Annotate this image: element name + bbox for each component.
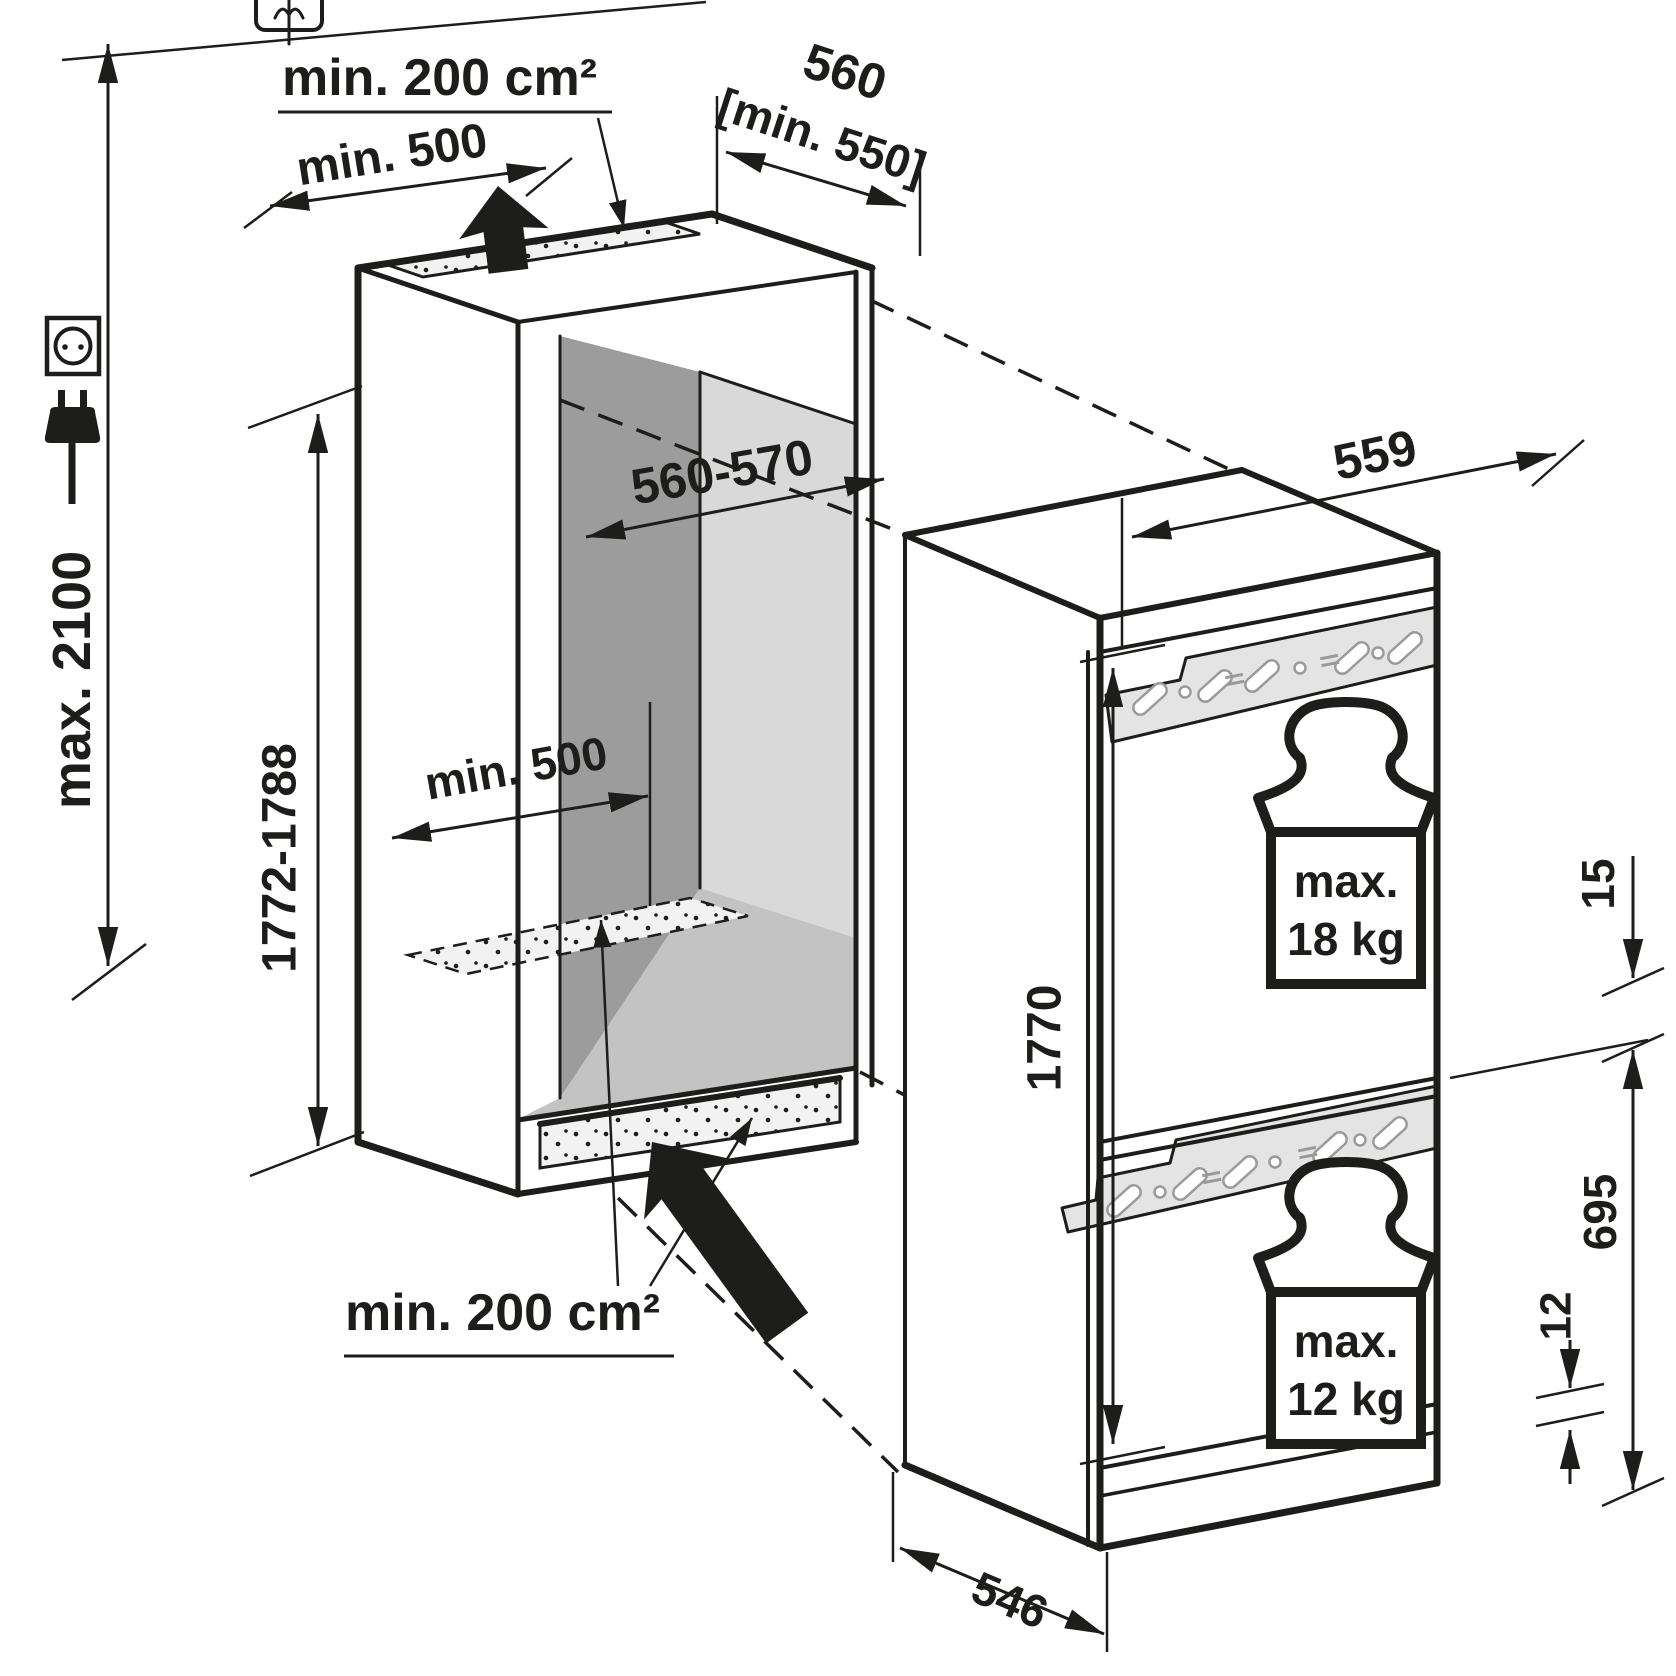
appliance-bottom-left-edge — [901, 1461, 1104, 1552]
projection-line-bottom — [616, 1196, 900, 1474]
appliance-depth-bottom-label: 546 — [965, 1561, 1056, 1639]
niche-back-top-edge — [698, 370, 858, 426]
upper-rail-slots — [1132, 631, 1423, 716]
niche-opening-bottom-edge — [515, 1065, 859, 1123]
dim-lower-door-height: 695 — [1449, 1032, 1665, 1508]
airflow-arrow-icon-bottom — [644, 1142, 809, 1344]
upper-door-top-edge — [1098, 586, 1439, 654]
plinth-vent-top-edge — [537, 1075, 843, 1127]
ceiling-vent-icon — [254, 0, 324, 46]
appliance-depth-top-label: 559 — [1328, 419, 1421, 491]
niche-top-depth-edge — [708, 210, 876, 272]
bottom-vent-area-label: min. 200 cm² — [345, 1284, 660, 1342]
niche-top-left-depth-edge — [355, 265, 521, 325]
upper-weight-value-label: 18 kg — [1287, 913, 1405, 965]
dim-top-vent-area: min. 200 cm² — [278, 49, 627, 229]
niche-height-range-label: 1772-1788 — [254, 743, 307, 973]
dim-door-bottom-offset: 12 — [1532, 1292, 1605, 1484]
appliance-top-front-edge — [1097, 550, 1440, 621]
door-bottom-offset-label: 12 — [1532, 1292, 1581, 1341]
appliance-drawing: max. 18 kg max. 12 kg — [901, 467, 1441, 1552]
upper-door-bottom-edge — [1098, 1076, 1439, 1144]
lower-rail-slots — [1106, 1116, 1408, 1218]
appliance-side-face — [905, 535, 1100, 1548]
niche-bottom-left-edge — [354, 1138, 522, 1198]
dim-niche-height-max: max. 2100 — [42, 0, 707, 1001]
projection-line-top — [869, 298, 1236, 474]
niche-depth-min-label: [min. 550] — [712, 78, 932, 194]
niche-depth-label: 560 — [797, 32, 894, 111]
upper-door-weight-badge: max. 18 kg — [1258, 702, 1434, 984]
lower-door-top-edge — [1098, 1094, 1439, 1162]
niche-opening-top-edge — [516, 270, 858, 324]
utility-icons — [44, 0, 324, 504]
top-vent-strip — [384, 219, 701, 279]
dim-door-top-offset: 15 — [1572, 856, 1665, 998]
niche-top-front-edge — [354, 210, 716, 272]
power-socket-icon — [44, 315, 102, 377]
niche-height-max-label: max. 2100 — [42, 551, 102, 809]
appliance-height-label: 1770 — [1019, 985, 1072, 1092]
appliance-top-left-edge — [902, 532, 1103, 621]
dim-bottom-vent-area: min. 200 cm² — [344, 919, 754, 1358]
dim-niche-height-range: 1772-1788 — [247, 384, 365, 1178]
lower-door-weight-badge: max. 12 kg — [1258, 1162, 1434, 1444]
appliance-bottom-front-edge — [1096, 1479, 1441, 1552]
dim-appliance-height: 1770 — [1019, 643, 1166, 1466]
niche-inner-floor — [520, 888, 856, 1118]
top-vent-depth-label: min. 500 — [293, 114, 491, 196]
lower-weight-max-label: max. — [1294, 1315, 1399, 1367]
airflow-arrow-icon-top — [459, 186, 549, 274]
top-vent-area-label: min. 200 cm² — [282, 49, 597, 107]
power-plug-icon — [44, 390, 101, 504]
lower-door-height-label: 695 — [1574, 1174, 1626, 1251]
upper-weight-max-label: max. — [1294, 855, 1399, 907]
door-top-offset-label: 15 — [1572, 858, 1624, 909]
lower-weight-value-label: 12 kg — [1287, 1373, 1405, 1425]
floor-vent-strip — [403, 896, 749, 976]
